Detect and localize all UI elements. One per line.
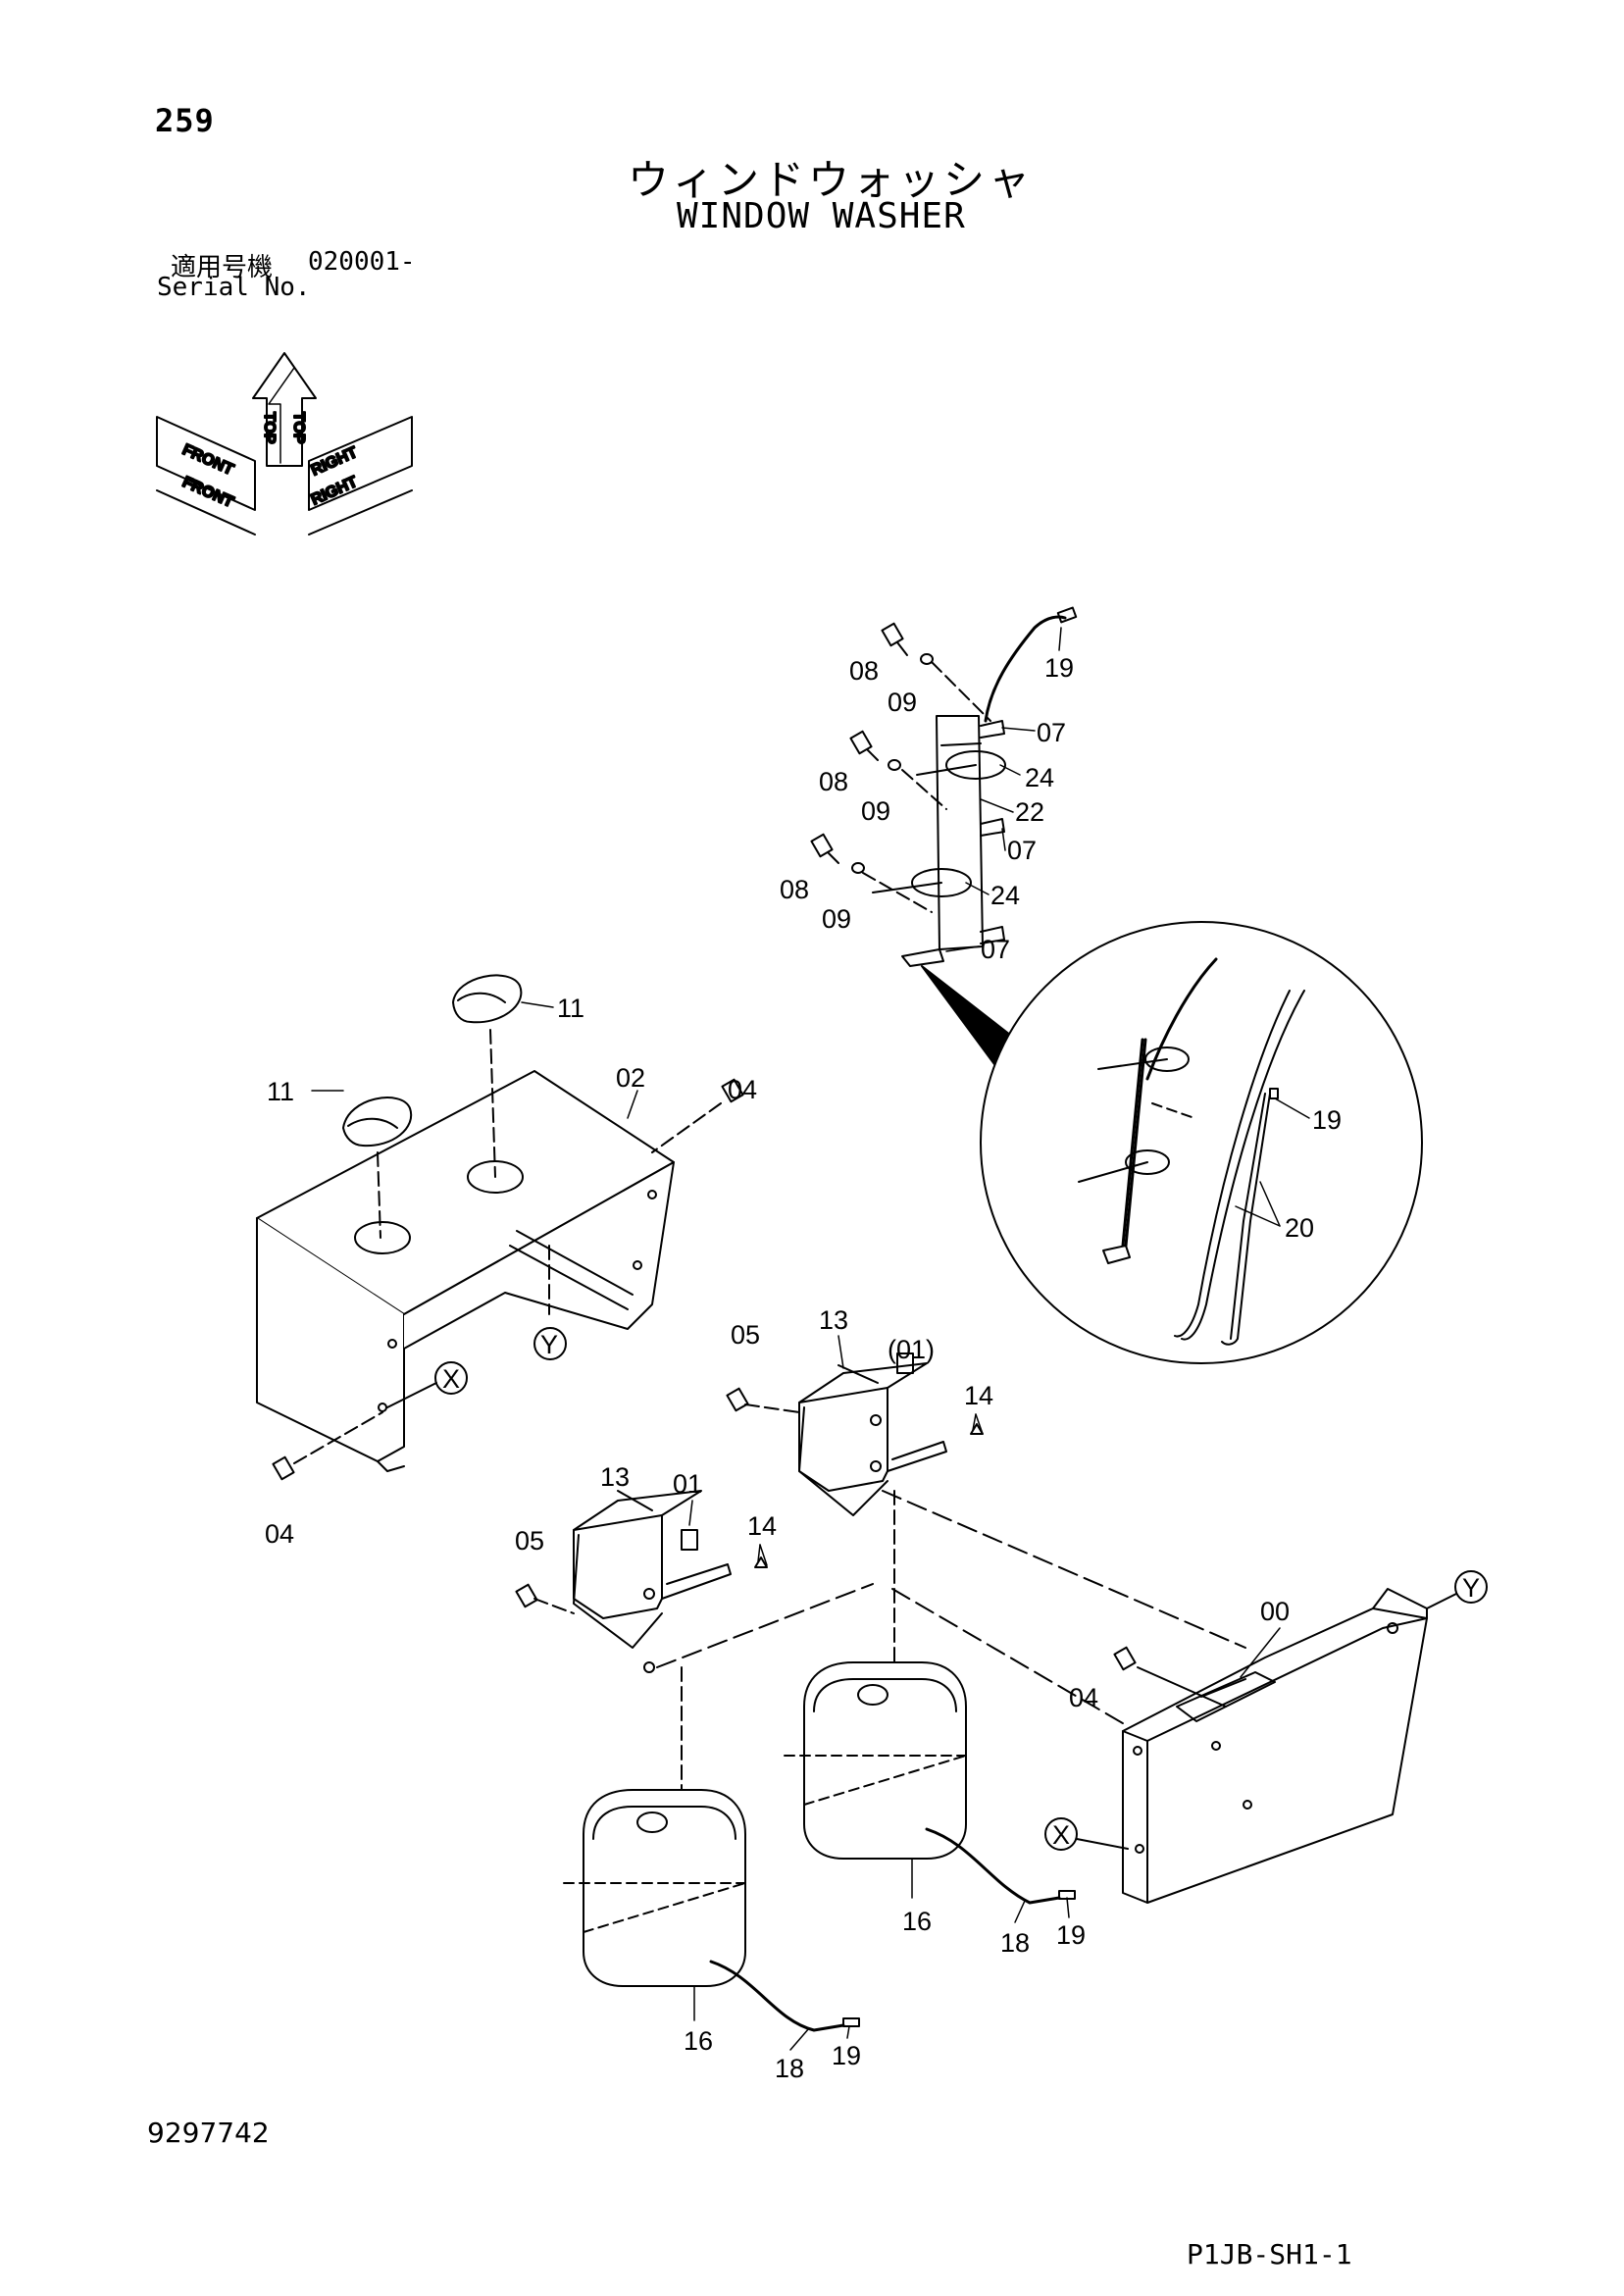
callout-18: 18 (775, 2054, 804, 2083)
callout-09: 09 (888, 688, 917, 717)
reference-y: Y (1462, 1573, 1480, 1603)
callout-00: 00 (1260, 1597, 1290, 1626)
callout-08: 08 (780, 875, 809, 904)
callout-02: 02 (616, 1063, 645, 1093)
page-code: P1JB-SH1-1 (1187, 2238, 1352, 2270)
callout-14: 14 (964, 1381, 993, 1410)
callout-14: 14 (747, 1511, 777, 1541)
callout-24: 24 (990, 881, 1020, 910)
callout-01: 01 (673, 1469, 702, 1499)
callout-16: 16 (684, 2026, 713, 2056)
callout-05: 05 (731, 1320, 760, 1350)
callout-22: 22 (1015, 797, 1044, 827)
page-title-japanese: ウィンドウォッシャ (628, 156, 1035, 204)
callout-04: 04 (1069, 1683, 1098, 1712)
base-plate (1113, 1588, 1428, 1904)
callout-07: 07 (981, 935, 1010, 964)
callout-04: 04 (265, 1519, 294, 1549)
callout-04: 04 (728, 1075, 757, 1104)
callout-19: 19 (1056, 1920, 1086, 1950)
callout-09: 09 (822, 904, 851, 934)
orientation-indicator: FRONT FRONT TOP TOP RIGHT RIGHT (156, 352, 413, 536)
callout-18: 18 (1000, 1928, 1030, 1958)
serial-number-range: 020001- (308, 247, 416, 277)
callout-20: 20 (1285, 1213, 1314, 1243)
callout-07: 07 (1007, 836, 1037, 865)
bracket-hardware (515, 1364, 1246, 1815)
callout-08: 08 (849, 656, 879, 686)
tank-bracket-upper (798, 1352, 947, 1516)
tank-bracket-lower (573, 1490, 732, 1673)
tank-cover (256, 1070, 675, 1472)
callout-08: 08 (819, 767, 848, 796)
page-title: WINDOW WASHER (677, 196, 966, 236)
callout-13: 13 (819, 1305, 848, 1335)
callout-leaders (311, 627, 1310, 2051)
reference-markers (386, 1327, 1488, 1851)
callout-19: 19 (832, 2041, 861, 2070)
callout-11: 11 (557, 994, 584, 1023)
serial-label: Serial No. (157, 273, 311, 302)
callout-01: (01) (888, 1335, 935, 1364)
part-callouts: 08 09 19 07 08 09 24 22 07 08 09 24 07 1… (265, 653, 1480, 2083)
orientation-top-right: TOP (290, 412, 307, 444)
filler-caps (342, 974, 523, 1239)
reference-x: X (1052, 1820, 1070, 1850)
serial-label-japanese: 適用号機 (171, 253, 274, 282)
callout-13: 13 (600, 1462, 630, 1492)
cover-bolts (272, 1078, 744, 1481)
document-number: 9297742 (147, 2117, 270, 2149)
callout-05: 05 (515, 1526, 544, 1556)
callout-19: 19 (1312, 1105, 1342, 1135)
callout-07: 07 (1037, 718, 1066, 747)
reference-x: X (442, 1364, 460, 1394)
washer-tank-right (784, 1661, 1076, 1905)
callout-09: 09 (861, 796, 890, 826)
callout-16: 16 (902, 1907, 932, 1936)
orientation-top-left: TOP (261, 412, 278, 444)
callout-11: 11 (267, 1077, 294, 1106)
reference-y: Y (540, 1330, 558, 1359)
detail-magnifier (921, 921, 1423, 1364)
page-number: 259 (155, 102, 215, 139)
callout-24: 24 (1025, 763, 1054, 792)
callout-19: 19 (1044, 653, 1074, 683)
